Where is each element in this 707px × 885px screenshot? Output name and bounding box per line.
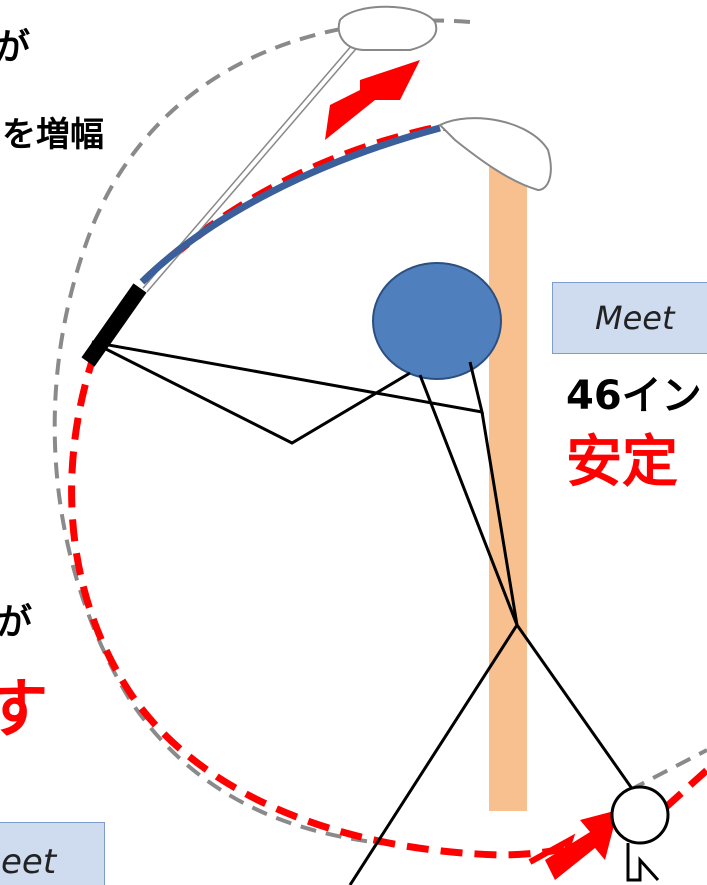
bent-club-shaft xyxy=(139,124,441,285)
club-grip xyxy=(81,283,147,367)
left-text-fragment-2: す xyxy=(0,673,48,747)
inner-swing-arc xyxy=(68,350,602,859)
golf-ball xyxy=(610,785,670,845)
right-label-text: Meet xyxy=(595,299,675,337)
bottom-label-box: eet xyxy=(0,822,105,885)
golfer-head xyxy=(372,262,502,380)
golfer-leg-right xyxy=(515,624,642,801)
bent-club-head xyxy=(438,117,552,192)
outer-swing-arc xyxy=(52,18,707,847)
inner-swing-arc-right xyxy=(662,767,707,811)
upper-red-dashed-path xyxy=(142,123,490,283)
right-text-line-1: 46イン xyxy=(566,373,702,419)
golfer-torso xyxy=(418,374,519,626)
golfer-leg-left xyxy=(348,624,519,885)
top-text-fragment-2: を増幅 xyxy=(2,115,104,155)
motion-arrow-top xyxy=(325,60,420,140)
upper-club-head xyxy=(337,5,438,51)
golfer-spine xyxy=(480,411,519,626)
golf-tee xyxy=(626,843,660,882)
top-text-fragment-1: が xyxy=(0,27,31,68)
bottom-label-text: eet xyxy=(1,842,57,882)
left-text-fragment-1: が xyxy=(0,602,33,643)
motion-arrow-bottom-chevron xyxy=(528,833,576,871)
right-label-box: Meet xyxy=(552,282,707,354)
golfer-arm-lower xyxy=(91,340,411,445)
right-text-line-2: 安定 xyxy=(566,430,678,495)
